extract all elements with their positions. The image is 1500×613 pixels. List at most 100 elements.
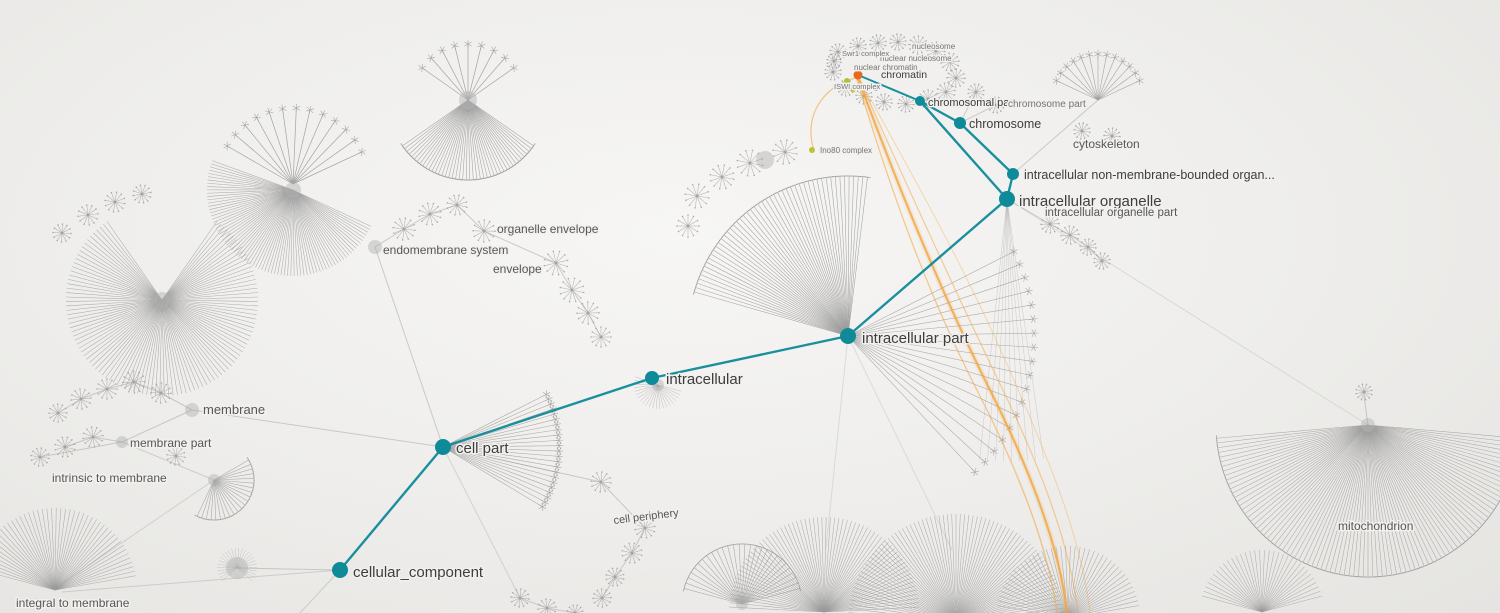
star-spoke [1069, 233, 1079, 236]
fan-spoke [467, 99, 488, 178]
cluster-hub-node[interactable] [756, 151, 774, 169]
star-spoke [941, 61, 951, 64]
label-nucleosome[interactable]: nucleosome [911, 41, 958, 53]
label-membrane[interactable]: membrane [202, 401, 267, 419]
label-intracellular-part[interactable]: intracellular part [861, 329, 972, 349]
fan-spoke [1256, 424, 1369, 529]
graph-edge [546, 607, 576, 613]
highlighted-leaf-node[interactable] [844, 78, 850, 84]
star-spoke [784, 151, 795, 160]
label-chromatin[interactable]: chromatin [880, 68, 929, 83]
label-nuclear-nucleosome[interactable]: nuclear nucleosome [879, 53, 954, 65]
label-mitochondrion[interactable]: mitochondrion [1337, 518, 1415, 535]
node-intracellular-part[interactable] [840, 328, 856, 344]
leaf-mark [267, 107, 270, 112]
cluster-hub-node[interactable] [208, 474, 220, 486]
star-tip-dot [831, 67, 834, 69]
label-nuclear-chromatin[interactable]: nuclear chromatin [853, 62, 920, 74]
label-membrane-part[interactable]: membrane part [129, 435, 214, 452]
fan-spoke [1234, 424, 1369, 498]
leaf-mark [1032, 318, 1036, 323]
label-intrinsic-to-membrane[interactable]: intrinsic to membrane [51, 470, 169, 487]
node-cell-part[interactable] [435, 439, 451, 455]
star-tip-dot [77, 215, 79, 218]
fan-spoke [777, 192, 849, 337]
label-cellular-component[interactable]: cellular_component [352, 563, 486, 583]
node-chromosome[interactable] [954, 117, 966, 129]
label-chromosomal-part[interactable]: chromosomal part [927, 96, 1018, 111]
star-spoke [447, 202, 458, 206]
node-cellular-component[interactable] [332, 562, 348, 578]
star-tip-dot [596, 605, 599, 607]
star-spoke [635, 527, 646, 530]
label-ino80-complex[interactable]: Ino80 complex [819, 145, 874, 157]
fan-spoke [847, 335, 1030, 376]
star-tip-dot [698, 225, 700, 227]
label-cell-part[interactable]: cell part [455, 439, 511, 459]
fan-spoke [66, 296, 163, 301]
label-organelle-envelope[interactable]: organelle envelope [496, 221, 601, 238]
fan-spoke [847, 176, 850, 337]
highlighted-leaf-node[interactable] [809, 147, 815, 153]
fan-spoke [905, 526, 952, 613]
star-tip-dot [592, 597, 594, 600]
star-tip-dot [622, 573, 625, 576]
highlighted-leaf-node[interactable] [853, 70, 863, 80]
star-tip-dot [950, 98, 953, 100]
label-integral-to-membrane[interactable]: integral to membrane [15, 595, 132, 612]
fan-spoke [823, 562, 906, 613]
leaf-mark [467, 43, 472, 47]
node-chromosomal-part[interactable] [915, 96, 925, 106]
star-tip-dot [922, 36, 924, 39]
label-intracellular[interactable]: intracellular [665, 370, 745, 390]
label-swr1-complex[interactable]: Swr1 complex [841, 48, 891, 60]
highlighted-leaf-node[interactable] [850, 87, 856, 93]
label-chromosome[interactable]: chromosome [968, 116, 1043, 133]
cluster-hub-node[interactable] [285, 182, 301, 198]
leaf-mark [1021, 274, 1025, 278]
leaf-mark [269, 111, 274, 114]
star-tip-dot [57, 403, 59, 405]
star-tip-dot [681, 234, 684, 237]
leaf-mark [321, 114, 324, 119]
label-envelope[interactable]: envelope [492, 261, 544, 278]
cluster-hub-node[interactable] [154, 292, 170, 308]
star-spoke [124, 376, 135, 383]
leaf-mark [1031, 332, 1035, 337]
label-endomembrane-system[interactable]: endomembrane system [382, 242, 510, 259]
label-intracellular-organelle-part[interactable]: intracellular organelle part [1044, 206, 1180, 221]
fan-spoke [852, 591, 927, 613]
label-iswi-complex[interactable]: ISWI complex [833, 81, 883, 93]
fan-spoke [792, 522, 825, 613]
star-tip-dot [66, 436, 69, 439]
star-spoke [175, 455, 185, 458]
label-intracellular-non-membrane-bounded-organ[interactable]: intracellular non-membrane-bounded organ… [1023, 167, 1277, 184]
label-cytoskeleton[interactable]: cytoskeleton [1072, 136, 1142, 153]
fan-spoke [884, 540, 949, 613]
node-intracellular[interactable] [645, 371, 659, 385]
fan-spoke [816, 178, 849, 337]
cluster-hub-node[interactable] [459, 91, 477, 109]
node-intracellular-non-membrane-bounded-organelle[interactable] [1007, 168, 1019, 180]
leaf-mark [554, 419, 556, 424]
fan-spoke [155, 299, 163, 396]
fan-spoke [419, 99, 469, 164]
fan-spoke [823, 577, 913, 613]
fan-spoke [161, 299, 250, 341]
star-center-dot [748, 161, 752, 165]
fan-spoke [1367, 424, 1393, 576]
highlighted-leaf-node[interactable] [873, 85, 879, 91]
cluster-hub-node[interactable] [736, 598, 748, 610]
star-tip-dot [912, 99, 914, 102]
label-chromosome-part[interactable]: chromosome part [1007, 98, 1088, 112]
leaf-mark [1021, 402, 1026, 405]
highlighted-leaf-node[interactable] [837, 84, 843, 90]
label-intracellular-organelle[interactable]: intracellular organelle [1018, 192, 1164, 212]
star-spoke [773, 151, 786, 157]
star-spoke [83, 214, 89, 225]
fan-spoke [823, 529, 872, 613]
fan-spoke [1367, 424, 1425, 567]
node-intracellular-organelle[interactable] [999, 191, 1015, 207]
leaf-mark [422, 65, 427, 69]
